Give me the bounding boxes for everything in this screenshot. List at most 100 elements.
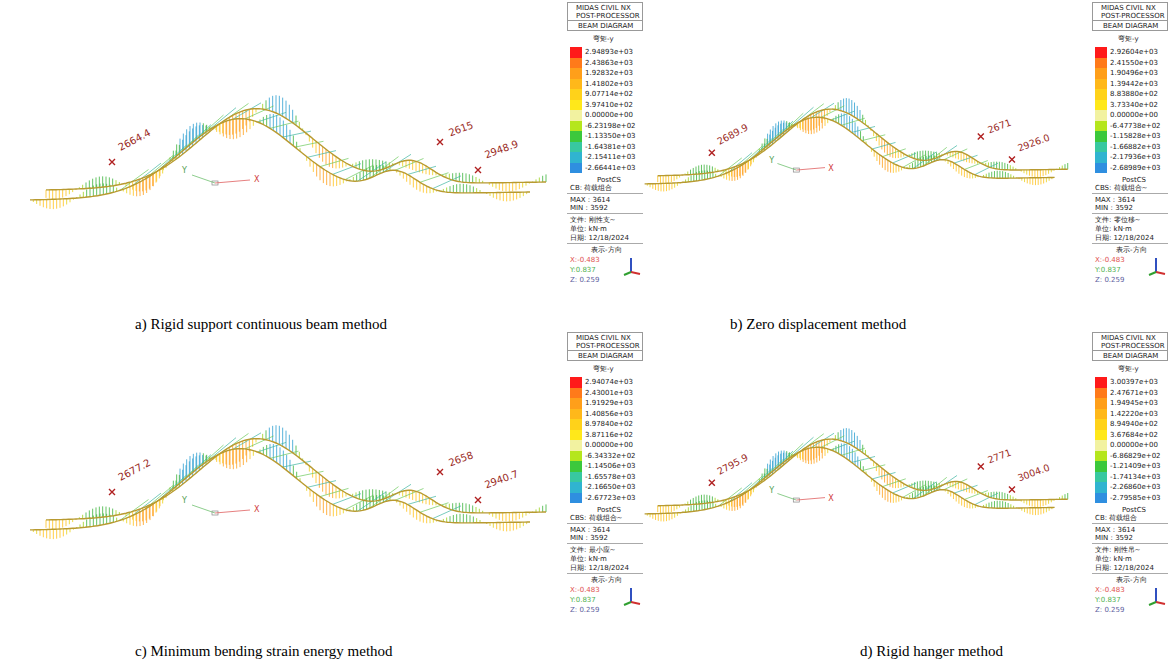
moment-hatch (665, 506, 666, 514)
cross-member (944, 479, 967, 490)
legend-value: 1.91929e+03 (585, 399, 633, 407)
moment-hatch (843, 429, 844, 442)
moment-hatch (1029, 170, 1030, 176)
axis-label: X (254, 505, 259, 514)
view-vector: Y:0.837 (570, 596, 596, 604)
view-vector: Y:0.837 (1095, 266, 1121, 274)
cross-member (333, 164, 362, 175)
triad-z (630, 258, 632, 272)
moment-hatch (40, 200, 41, 206)
moment-hatch (336, 176, 337, 185)
view-direction: 表示-方向 (591, 246, 622, 254)
moment-hatch (1032, 170, 1033, 177)
moment-hatch (43, 530, 44, 538)
moment-hatch (112, 509, 113, 516)
moment-hatch (499, 513, 500, 520)
moment-hatch (236, 444, 237, 464)
legend-divider (567, 573, 643, 574)
min-element: MIN : 3592 (1095, 534, 1133, 542)
moment-hatch (63, 529, 64, 537)
legend-swatch (570, 451, 582, 462)
moment-hatch (56, 529, 57, 539)
moment-hatch (512, 513, 513, 522)
moment-hatch (83, 192, 84, 198)
legend-swatch (570, 493, 582, 504)
moment-hatch (1037, 500, 1038, 507)
extreme-mark (437, 139, 443, 145)
moment-hatch (666, 513, 667, 521)
moment-hatch (1027, 178, 1028, 184)
legend-value: -2.68989e+03 (1110, 164, 1161, 172)
moment-hatch (657, 176, 658, 182)
legend-value: 3.00397e+03 (1110, 378, 1158, 386)
legend-swatch (570, 163, 582, 174)
moment-hatch (917, 481, 918, 489)
moment-hatch (884, 140, 885, 152)
moment-hatch (109, 177, 110, 186)
max-element: MAX : 3614 (1095, 526, 1135, 534)
moment-hatch (49, 190, 50, 199)
view-vector: Z: 0.259 (1095, 276, 1124, 284)
moment-hatch (922, 151, 923, 161)
moment-hatch (952, 482, 953, 488)
moment-hatch (86, 519, 87, 527)
moment-hatch (289, 435, 290, 451)
unit: 单位: kN·m (1095, 555, 1132, 563)
moment-hatch (276, 115, 277, 133)
moment-hatch (1045, 500, 1046, 506)
moment-hatch (958, 496, 959, 504)
moment-hatch (406, 504, 407, 512)
moment-hatch (750, 159, 751, 166)
moment-hatch (330, 503, 331, 516)
legend-swatch (1095, 451, 1107, 462)
legend-swatch (570, 461, 582, 472)
legend-swatch (570, 440, 582, 451)
moment-hatch (1005, 502, 1006, 508)
moment-hatch (46, 190, 47, 198)
file-name: 文件: 零位移~ (1095, 216, 1140, 224)
moment-hatch (102, 506, 103, 517)
legend-value: 3.73340e+02 (1110, 101, 1158, 109)
moment-hatch (691, 505, 692, 511)
moment-hatch (150, 176, 151, 190)
moment-value: 3004.0 (1015, 461, 1052, 483)
moment-hatch (150, 506, 151, 520)
moment-hatch (660, 176, 661, 183)
moment-hatch (1067, 493, 1068, 499)
moment-hatch (706, 165, 707, 173)
moment-hatch (312, 469, 313, 478)
legend-value: -2.66441e+03 (585, 164, 636, 172)
moment-hatch (1040, 508, 1041, 515)
legend-swatch (1095, 131, 1107, 142)
moment-hatch (500, 522, 501, 530)
legend-value: 3.67684e+02 (1110, 431, 1158, 439)
moment-hatch (66, 189, 67, 196)
legend-header: POST-PROCESSOR (1101, 12, 1165, 20)
moment-hatch (745, 163, 746, 173)
moment-hatch (283, 121, 284, 138)
moment-hatch (462, 173, 463, 182)
moment-hatch (472, 505, 473, 512)
legend-header: MIDAS CIVIL NX (576, 4, 631, 12)
moment-hatch (851, 100, 852, 115)
triad-x (631, 272, 640, 274)
moment-hatch (743, 164, 744, 175)
moment-hatch (420, 182, 421, 191)
legend-value: 2.94074e+03 (585, 378, 633, 386)
moment-value: 2689.9 (714, 121, 750, 147)
legend-value: -1.66882e+03 (1110, 143, 1161, 151)
legend-divider (1092, 543, 1168, 544)
moment-hatch (854, 103, 855, 118)
legend-divider (567, 243, 643, 244)
moment-hatch (665, 176, 666, 184)
legend-swatch (570, 398, 582, 409)
moment-hatch (496, 523, 497, 530)
moment-hatch (671, 183, 672, 189)
moment-hatch (109, 507, 110, 516)
moment-hatch (52, 190, 53, 199)
moment-hatch (509, 183, 510, 192)
moment-hatch (1030, 508, 1031, 514)
moment-hatch (46, 200, 47, 209)
moment-hatch (113, 186, 114, 192)
moment-hatch (1043, 170, 1044, 177)
